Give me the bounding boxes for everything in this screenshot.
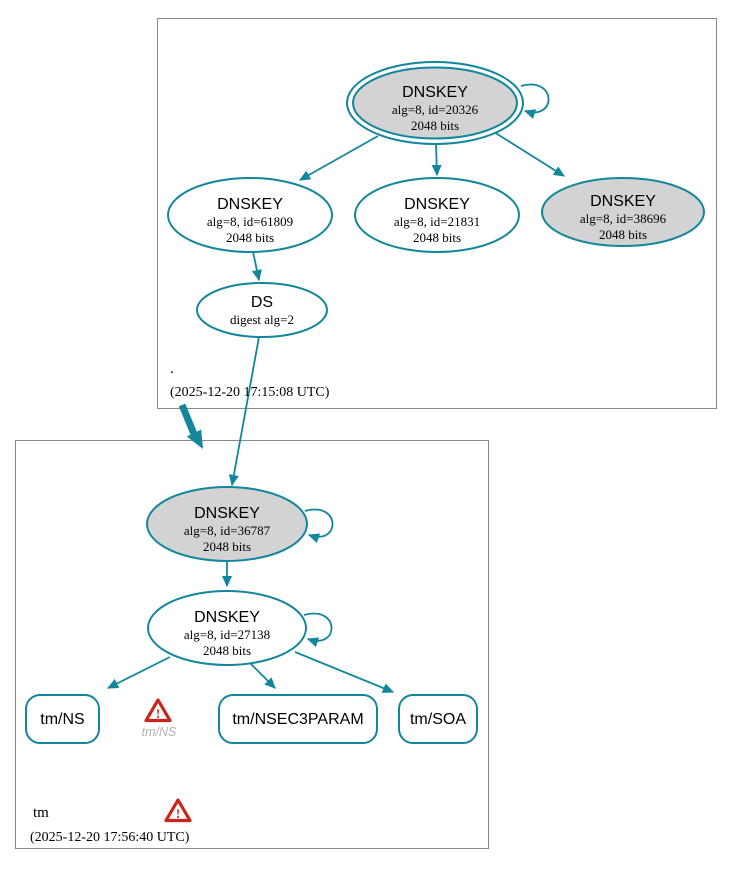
node-title: DNSKEY — [590, 193, 656, 210]
warning-mark: ! — [156, 706, 160, 721]
node-attr: 2048 bits — [413, 230, 461, 245]
node-attr: alg=8, id=61809 — [207, 214, 293, 229]
node-ds: DS digest alg=2 — [196, 282, 328, 338]
warning-mark: ! — [176, 806, 180, 821]
node-rrset-tm-ns: tm/NS — [25, 694, 100, 744]
node-title: DNSKEY — [194, 505, 260, 522]
zone-transition-arrow — [178, 403, 203, 449]
node-attr: digest alg=2 — [230, 312, 294, 327]
edge-zsk27138-to-ns — [106, 656, 171, 689]
rrset-label: tm/NSEC3PARAM — [232, 711, 363, 728]
edge-zsk27138-selfloop — [303, 612, 333, 648]
warning-triangle-icon: ! — [164, 798, 192, 823]
node-title: DNSKEY — [402, 84, 468, 101]
node-dnskey-38696: DNSKEY alg=8, id=38696 2048 bits — [541, 177, 705, 247]
node-attr: 2048 bits — [226, 230, 274, 245]
edge-zsk27138-to-nsec3param — [249, 662, 276, 689]
zone-name-root: . — [170, 361, 174, 377]
zone-timestamp-tm: (2025-12-20 17:56:40 UTC) — [30, 830, 190, 845]
edge-ksk20326-to-key38696 — [493, 131, 566, 177]
node-title: DNSKEY — [217, 196, 283, 213]
edge-ds-to-ksk36787 — [228, 336, 260, 487]
node-attr: 2048 bits — [411, 118, 459, 133]
node-dnskey-36787: DNSKEY alg=8, id=36787 2048 bits — [146, 486, 308, 562]
warning-triangle-icon: ! — [144, 698, 172, 723]
edge-zsk27138-to-soa — [294, 651, 395, 693]
node-attr: alg=8, id=21831 — [394, 214, 480, 229]
rrset-label: tm/SOA — [410, 711, 466, 728]
node-attr: alg=8, id=20326 — [392, 102, 479, 117]
node-attr: alg=8, id=36787 — [184, 523, 271, 538]
edge-zsk61809-to-ds — [251, 251, 262, 282]
node-attr: alg=8, id=38696 — [580, 211, 667, 226]
node-attr: alg=8, id=27138 — [184, 627, 270, 642]
node-rrset-tm-soa: tm/SOA — [398, 694, 478, 744]
edge-ksk20326-to-zsk61809 — [298, 135, 379, 181]
warning-label-tm-ns: tm/NS — [142, 725, 177, 739]
zone-timestamp-root: (2025-12-20 17:15:08 UTC) — [170, 385, 330, 400]
edge-ksk20326-to-zsk21831 — [431, 144, 442, 177]
node-dnskey-61809: DNSKEY alg=8, id=61809 2048 bits — [167, 177, 333, 253]
zone-box-tm — [15, 440, 489, 849]
node-title: DNSKEY — [404, 196, 470, 213]
zone-box-root — [157, 18, 717, 409]
edge-ksk20326-selfloop — [520, 83, 550, 119]
node-attr: 2048 bits — [203, 539, 251, 554]
node-title: DNSKEY — [194, 609, 260, 626]
rrset-label: tm/NS — [40, 711, 84, 728]
node-attr: 2048 bits — [203, 643, 251, 658]
node-rrset-tm-nsec3param: tm/NSEC3PARAM — [218, 694, 378, 744]
zone-name-tm: tm — [33, 805, 49, 821]
node-dnskey-20326: DNSKEY alg=8, id=20326 2048 bits — [346, 61, 524, 145]
node-dnskey-21831: DNSKEY alg=8, id=21831 2048 bits — [354, 177, 520, 253]
node-dnskey-27138: DNSKEY alg=8, id=27138 2048 bits — [147, 590, 307, 666]
node-title: DS — [251, 294, 273, 311]
node-attr: 2048 bits — [599, 227, 647, 242]
edge-ksk36787-selfloop — [304, 508, 334, 544]
